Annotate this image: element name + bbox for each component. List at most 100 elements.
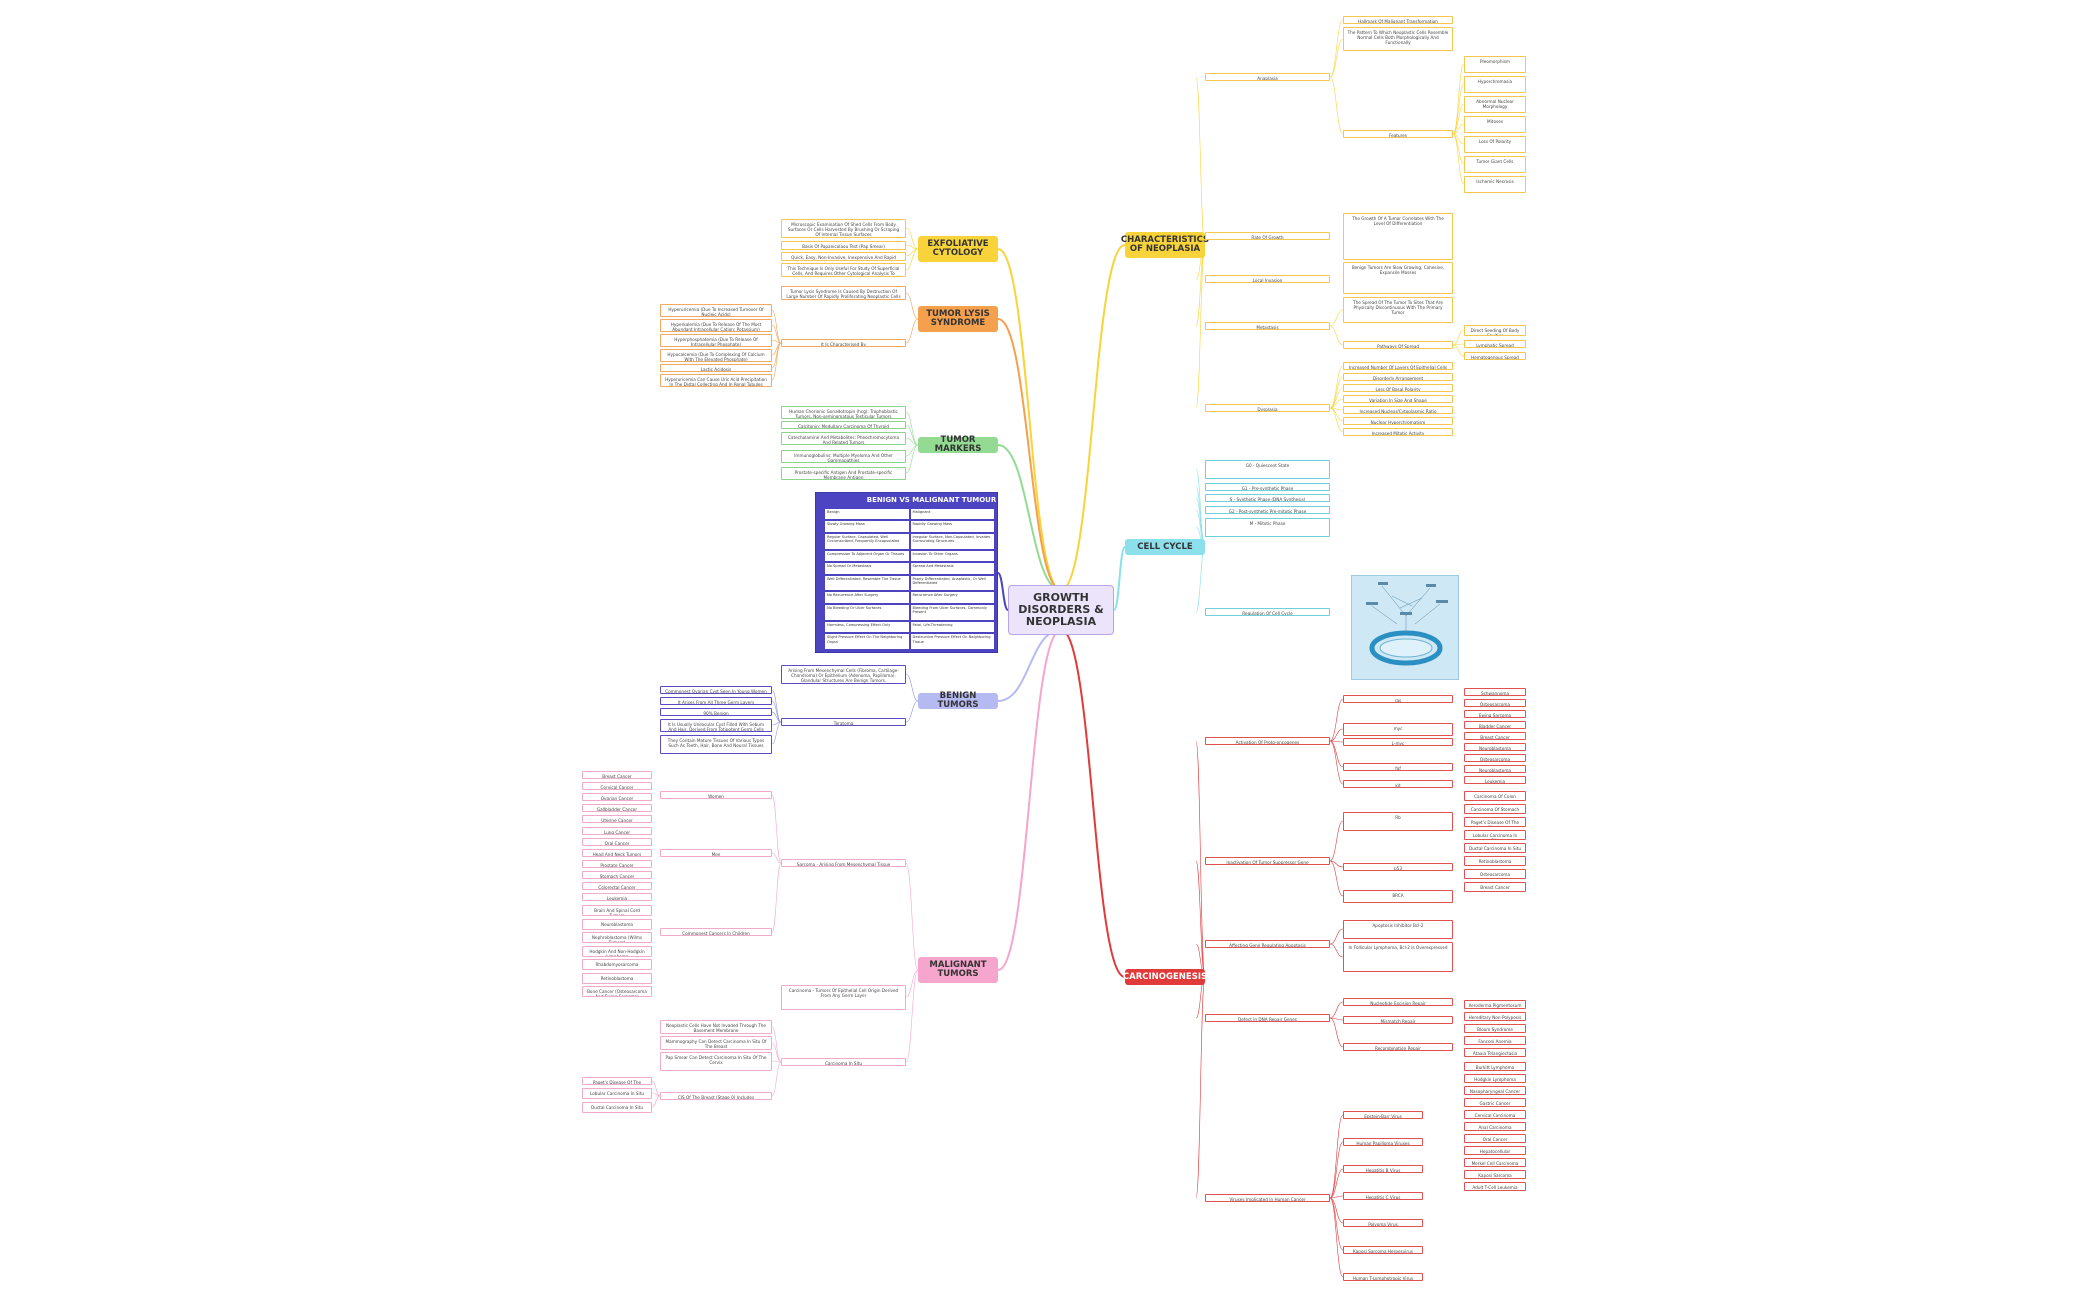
tumor-lysis-item[interactable]: Hyperkalemia (Due To Release Of The Most… (660, 319, 772, 332)
men-cancer-item[interactable]: Oral Cancer (582, 838, 652, 846)
tumor-marker-item[interactable]: Catecholamine And Metabolites: Pheochrom… (781, 432, 906, 445)
dysplasia-item[interactable]: Loss Of Basal Polarity (1343, 384, 1453, 392)
men-cancer-item[interactable]: Prostate Cancer (582, 860, 652, 868)
breast-cis-item[interactable]: Paget's Disease Of The Nipple (582, 1077, 652, 1085)
branch-malignant-tumors[interactable]: MALIGNANT TUMORS (918, 957, 998, 983)
suppressor-cancer-item[interactable]: Paget's Disease Of The Nipple (1464, 817, 1526, 827)
feature-item[interactable]: Hyperchromasia (1464, 76, 1526, 93)
virus-item[interactable]: Hepatitis C Virus (1343, 1192, 1423, 1200)
virus-item[interactable]: Human T-Lymphotropic Virus (1343, 1273, 1423, 1281)
dysplasia-item[interactable]: Increased Nuclear/Cytoplasmic Ratio (1343, 406, 1453, 414)
suppressor-cancer-item[interactable]: Retinoblastoma (1464, 856, 1526, 866)
teratoma-item[interactable]: They Contain Mature Tissues Of Various T… (660, 735, 772, 754)
pathway-item[interactable]: Direct Seeding Of Body Cavities (1464, 325, 1526, 336)
tumor-marker-item[interactable]: Calcitonin: Medullary Carcinoma Of Thyro… (781, 421, 906, 429)
women-cancer-item[interactable]: Ovarian Cancer (582, 793, 652, 801)
rate-of-growth-node[interactable]: Rate Of Growth (1205, 232, 1330, 240)
apoptosis-node[interactable]: Affecting Gene Regulating Apoptosis (1205, 940, 1330, 948)
viruses-node[interactable]: Viruses Implicated In Human Cancer (1205, 1194, 1330, 1202)
suppressor-item[interactable]: BRCA (1343, 890, 1453, 903)
feature-item[interactable]: Loss Of Polarity (1464, 136, 1526, 153)
children-node[interactable]: Commonest Cancers In Children (660, 928, 772, 936)
cell-cycle-item[interactable]: G0 - Quiescent State (1205, 460, 1330, 479)
rate-of-growth-text[interactable]: The Growth Of A Tumor Correlates With Th… (1343, 213, 1453, 260)
feature-item[interactable]: Ischemic Necrosis (1464, 176, 1526, 193)
apoptosis-item[interactable]: In Follicular Lymphoma, Bcl-2 Is Overexp… (1343, 942, 1453, 972)
oncogene-cancer-item[interactable]: Leukemia (1464, 776, 1526, 784)
cis-item[interactable]: CIS Of The Breast (Stage 0) Includes (660, 1092, 772, 1100)
anaplasia-node[interactable]: Anaplasia (1205, 73, 1330, 81)
virus-cancer-item[interactable]: Cervical Carcinoma (1464, 1110, 1526, 1119)
dna-repair-disease-item[interactable]: Xeroderma Pigmentosum (1464, 1000, 1526, 1009)
tumor-marker-item[interactable]: Immunoglobulins: Multiple Myeloma And Ot… (781, 450, 906, 463)
breast-cis-item[interactable]: Ductal Carcinoma In Situ (582, 1102, 652, 1113)
feature-item[interactable]: Pleomorphism (1464, 56, 1526, 73)
teratoma-item[interactable]: 90% Benign (660, 708, 772, 716)
suppressor-cancer-item[interactable]: Lobular Carcinoma In Situ (1464, 830, 1526, 840)
oncogene-cancer-item[interactable]: Osteosarcoma (1464, 699, 1526, 707)
dna-repair-disease-item[interactable]: Fanconi Anemia (1464, 1036, 1526, 1045)
oncogene-cancer-item[interactable]: Schwannoma (1464, 688, 1526, 696)
branch-benign-tumors[interactable]: BENIGN TUMORS (918, 692, 998, 710)
teratoma-item[interactable]: It Is Usually Unilocular Cyst Filled Wit… (660, 719, 772, 732)
sarcoma-node[interactable]: Sarcoma - Arising From Mesenchymal Tissu… (781, 859, 906, 867)
oncogene-cancer-item[interactable]: Breast Cancer (1464, 732, 1526, 740)
dna-repair-item[interactable]: Recombination Repair (1343, 1043, 1453, 1051)
virus-cancer-item[interactable]: Kaposi Sarcoma (1464, 1170, 1526, 1179)
virus-item[interactable]: Hepatitis B Virus (1343, 1165, 1423, 1173)
oncogene-cancer-item[interactable]: Ewing Sarcoma (1464, 710, 1526, 718)
teratoma-node[interactable]: Teratoma (781, 718, 906, 726)
oncogene-cancer-item[interactable]: Bladder Cancer (1464, 721, 1526, 729)
oncogene-cancer-item[interactable]: Neuroblastoma (1464, 743, 1526, 751)
suppressor-cancer-item[interactable]: Carcinoma Of Stomach (1464, 804, 1526, 814)
virus-item[interactable]: Kaposi Sarcoma Herpesvirus (1343, 1246, 1423, 1254)
virus-item[interactable]: Epstein-Barr Virus (1343, 1111, 1423, 1119)
men-cancer-item[interactable]: Leukemia (582, 893, 652, 901)
local-invasion-node[interactable]: Local Invasion (1205, 275, 1330, 283)
virus-cancer-item[interactable]: Hodgkin Lymphoma (1464, 1074, 1526, 1083)
dysplasia-item[interactable]: Nuclear Hyperchromatism (1343, 417, 1453, 425)
branch-carcinogenesis[interactable]: CARCINOGENESIS (1123, 969, 1207, 985)
children-cancer-item[interactable]: Retinoblastoma (582, 972, 652, 984)
tumor-lysis-definition[interactable]: Tumor Lysis Syndrome Is Caused By Destru… (781, 286, 906, 300)
cell-cycle-item[interactable]: S - Synthetic Phase (DNA Synthesis) (1205, 494, 1330, 502)
cis-item[interactable]: Pap Smear Can Detect Carcinoma In Situ O… (660, 1052, 772, 1071)
cell-cycle-item[interactable]: G2 - Post-synthetic Pre-mitotic Phase (1205, 506, 1330, 514)
anaplasia-item[interactable]: The Pattern To Which Neoplastic Cells Re… (1343, 27, 1453, 51)
branch-tumor-lysis-syndrome[interactable]: TUMOR LYSIS SYNDROME (918, 306, 998, 332)
virus-cancer-item[interactable]: Adult T-Cell Leukemia (1464, 1182, 1526, 1191)
exfoliative-node[interactable]: Basis Of Papanicolaou Test (Pap Smear) (781, 241, 906, 250)
pathway-item[interactable]: Lymphatic Spread (1464, 340, 1526, 348)
branch-tumor-markers[interactable]: TUMOR MARKERS (918, 436, 998, 454)
activation-node[interactable]: Activation Of Proto-oncogenes (1205, 737, 1330, 745)
pathways-node[interactable]: Pathways Of Spread (1343, 341, 1453, 349)
exfoliative-node[interactable]: Quick, Easy, Non-Invasive, Inexpensive A… (781, 252, 906, 261)
branch-characteristics-of-neoplasia[interactable]: CHARACTERISTICS OF NEOPLASIA (1121, 232, 1209, 258)
branch-exfoliative-cytology[interactable]: EXFOLIATIVE CYTOLOGY (918, 236, 998, 262)
cell-cycle-item[interactable]: G1 - Pre-synthetic Phase (1205, 483, 1330, 491)
virus-item[interactable]: Human Papilloma Viruses (1343, 1138, 1423, 1146)
teratoma-item[interactable]: It Arises From All Three Germ Layers (660, 697, 772, 705)
men-cancer-item[interactable]: Stomach Cancer (582, 871, 652, 879)
virus-cancer-item[interactable]: Burkitt Lymphoma (1464, 1062, 1526, 1071)
children-cancer-item[interactable]: Nephroblastoma (Wilms Tumors) (582, 932, 652, 943)
anaplasia-item[interactable]: Hallmark Of Malignant Transformation (1343, 16, 1453, 24)
teratoma-item[interactable]: Commonest Ovarian Cyst Seen In Young Wom… (660, 686, 772, 694)
features-node[interactable]: Features (1343, 130, 1453, 138)
local-invasion-text[interactable]: Benign Tumors Are Slow Growing, Cohesive… (1343, 262, 1453, 294)
branch-cell-cycle[interactable]: CELL CYCLE (1125, 539, 1205, 555)
suppressor-cancer-item[interactable]: Breast Cancer (1464, 882, 1526, 892)
dna-repair-item[interactable]: Mismatch Repair (1343, 1016, 1453, 1024)
tumor-lysis-item[interactable]: Lactic Acidosis (660, 364, 772, 372)
virus-cancer-item[interactable]: Hepatocellular Carcinoma (1464, 1146, 1526, 1155)
carcinoma-node[interactable]: Carcinoma - Tumors Of Epithelial Cell Or… (781, 985, 906, 1010)
tumor-lysis-characterised-by[interactable]: It Is Characterised By (781, 339, 906, 347)
inactivation-node[interactable]: Inactivation Of Tumor Suppressor Gene (1205, 857, 1330, 865)
tumor-marker-item[interactable]: Human Chorionic Gonadotropin (hcg): Trop… (781, 406, 906, 419)
children-cancer-item[interactable]: Bone Cancer (Osteosarcoma And Ewing Sarc… (582, 986, 652, 997)
suppressor-cancer-item[interactable]: Carcinoma Of Colon (1464, 791, 1526, 801)
women-node[interactable]: Women (660, 791, 772, 799)
apoptosis-item[interactable]: Apoptosis Inhibitor Bcl-2 (1343, 920, 1453, 939)
feature-item[interactable]: Tumor Giant Cells (1464, 156, 1526, 173)
tumor-lysis-item[interactable]: Hyperphosphatemia (Due To Release Of Int… (660, 334, 772, 347)
